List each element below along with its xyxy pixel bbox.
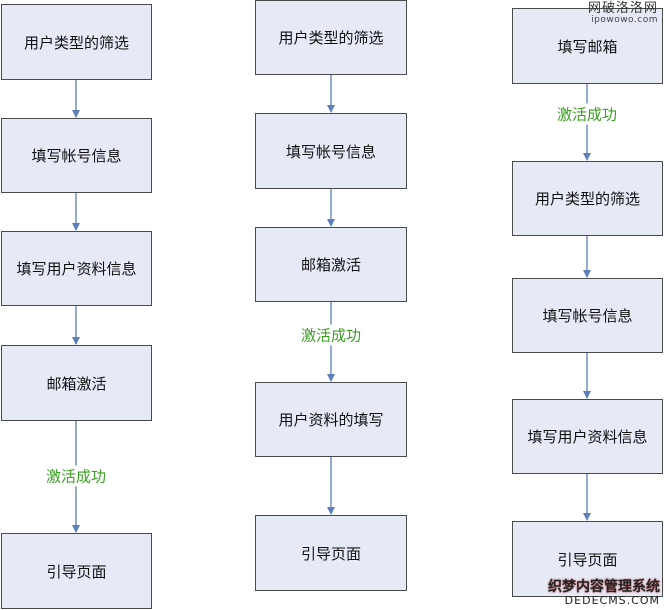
watermark-bottom: 织梦内容管理系统 DEDECMS.COM bbox=[548, 579, 660, 608]
f2-step-user-type-filter: 用户类型的筛选 bbox=[255, 0, 407, 75]
watermark-top-line1: 网破洛洛网 bbox=[587, 1, 658, 16]
f2-step-guide-page: 引导页面 bbox=[255, 515, 407, 591]
f2-edge-label-activated: 激活成功 bbox=[298, 324, 364, 346]
f2-step-email-activation: 邮箱激活 bbox=[255, 227, 407, 302]
watermark-top: 网破洛洛网 ipowowo.com bbox=[588, 2, 658, 25]
f3-step-user-type-filter: 用户类型的筛选 bbox=[512, 161, 663, 236]
f3-edge-label-activated: 激活成功 bbox=[554, 103, 620, 125]
watermark-bottom-line2: DEDECMS.COM bbox=[564, 594, 660, 608]
f1-step-guide-page: 引导页面 bbox=[1, 533, 152, 609]
watermark-bottom-line1: 织梦内容管理系统 bbox=[548, 579, 660, 596]
f3-step-account-info: 填写帐号信息 bbox=[512, 278, 663, 353]
f2-step-profile-fill: 用户资料的填写 bbox=[255, 382, 407, 457]
f1-step-email-activation: 邮箱激活 bbox=[1, 345, 152, 421]
f1-step-profile-info: 填写用户资料信息 bbox=[1, 231, 152, 306]
f1-step-account-info: 填写帐号信息 bbox=[1, 118, 152, 193]
f2-step-account-info: 填写帐号信息 bbox=[255, 113, 407, 189]
watermark-top-line2: ipowowo.com bbox=[591, 14, 658, 25]
f1-step-user-type-filter: 用户类型的筛选 bbox=[1, 4, 152, 80]
f3-step-profile-info: 填写用户资料信息 bbox=[512, 399, 663, 474]
f3-step-guide-page: 引导页面 bbox=[512, 521, 663, 597]
f3-step-fill-email: 填写邮箱 bbox=[512, 8, 663, 84]
f1-edge-label-activated: 激活成功 bbox=[43, 465, 109, 487]
